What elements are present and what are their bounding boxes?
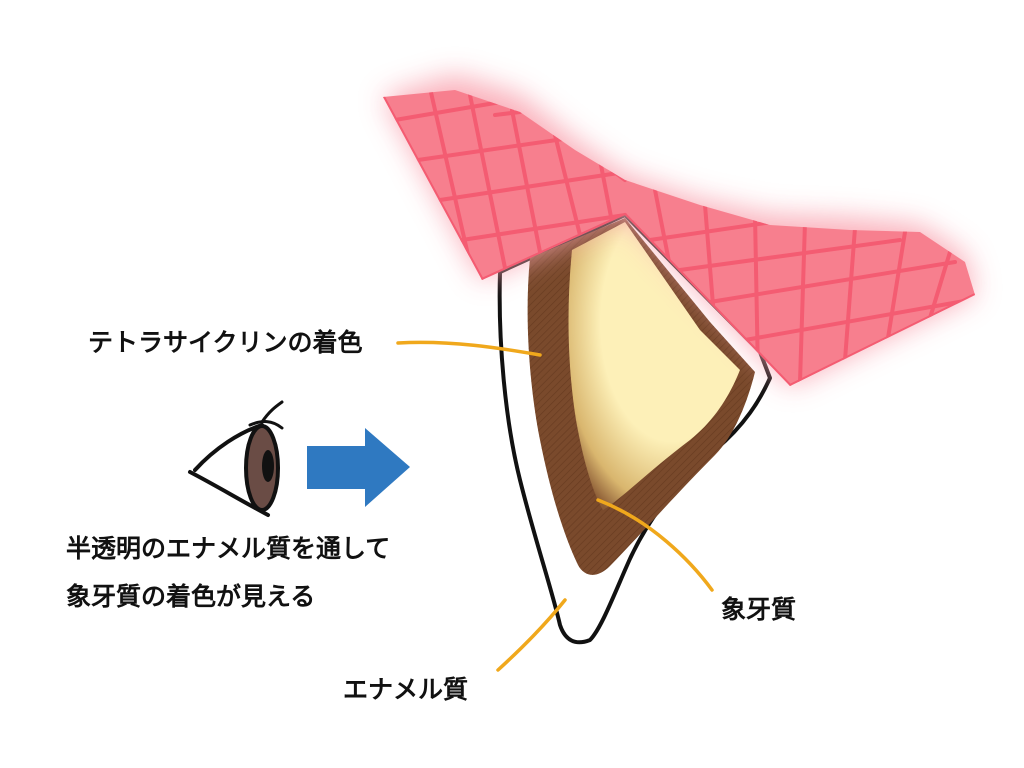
eye-icon (188, 400, 284, 517)
caption-line-2: 象牙質の着色が見える (66, 582, 316, 611)
leader-dentin (596, 498, 714, 592)
gum-grid-lines (383, 90, 975, 386)
label-dentin: 象牙質 (721, 595, 797, 624)
leader-enamel (496, 598, 567, 672)
label-tetracycline-stain: テトラサイクリンの着色 (88, 328, 363, 357)
label-enamel: エナメル質 (343, 675, 469, 704)
arrow-right-icon (307, 428, 410, 507)
dentin-core (568, 222, 740, 510)
caption-line-1: 半透明のエナメル質を通して (66, 534, 391, 563)
gum-tissue (383, 90, 975, 386)
leader-tetracycline (396, 340, 542, 357)
